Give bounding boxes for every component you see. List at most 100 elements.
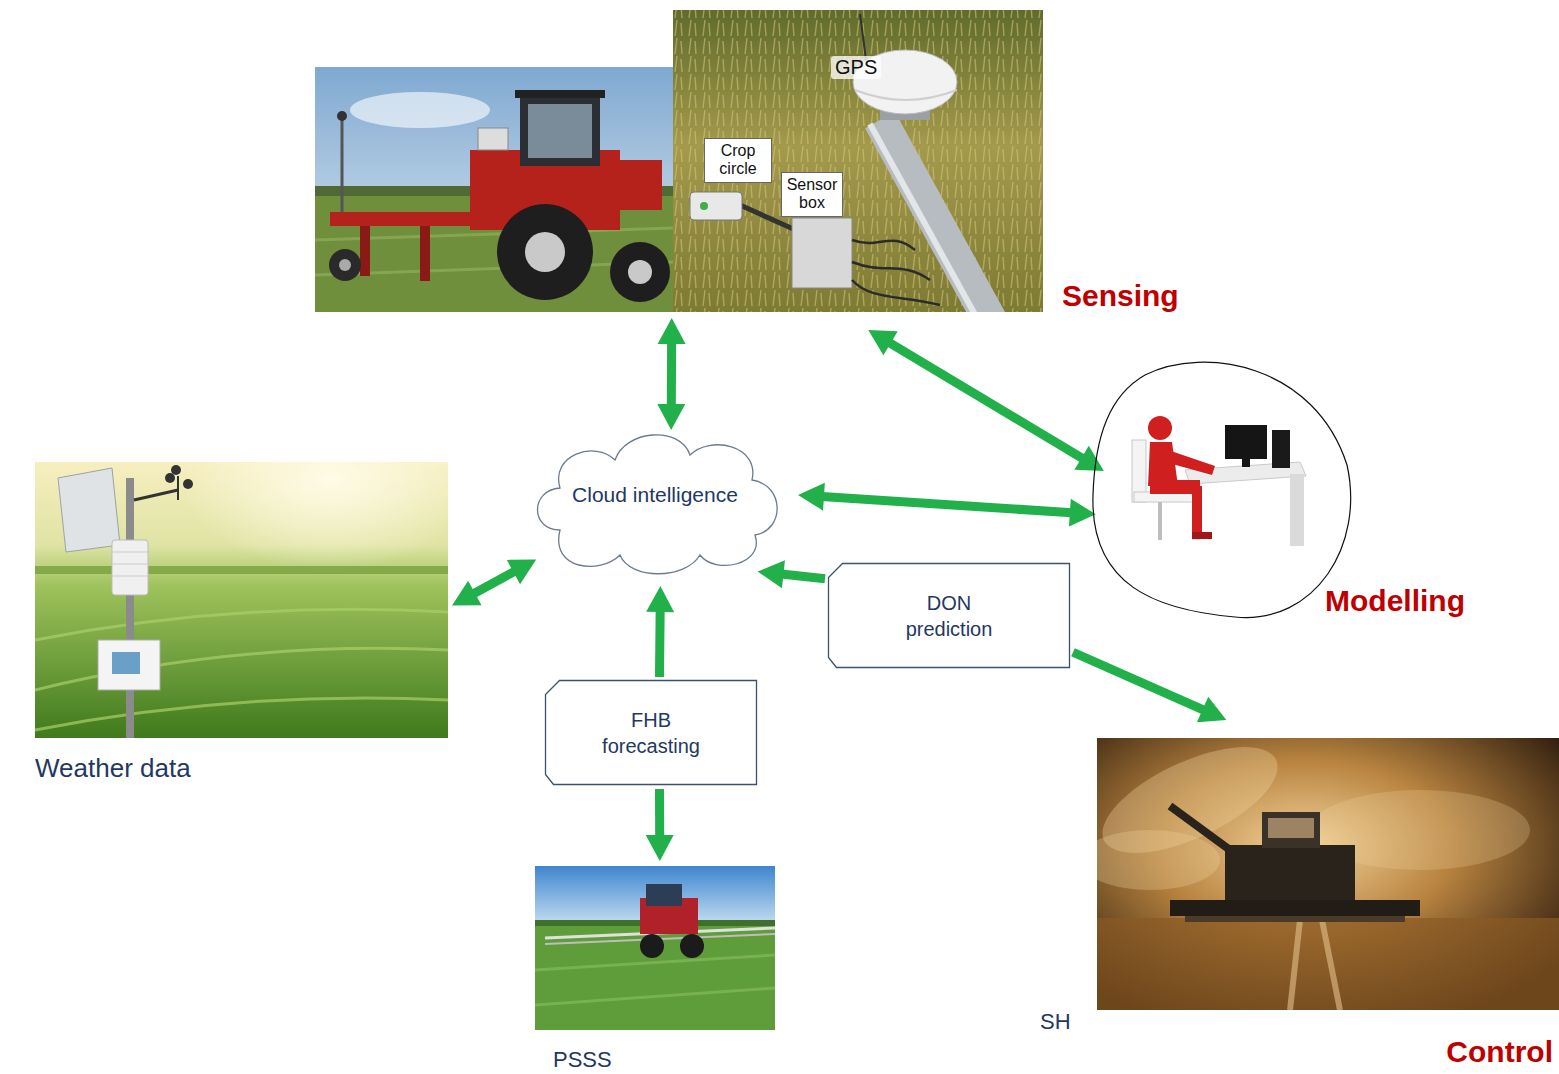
arrow-head	[646, 835, 674, 861]
tractor-photo	[420, 226, 430, 281]
box-outline	[546, 681, 757, 785]
weather-photo	[35, 566, 448, 574]
person-at-computer	[1225, 425, 1267, 459]
arrow-head	[507, 560, 537, 585]
cloud-node: Cloud intelligence	[520, 410, 790, 580]
tractor-photo	[478, 128, 508, 150]
tractor-photo	[360, 226, 370, 276]
harvester-photo: SHControl	[1097, 738, 1559, 1010]
sensor-photo	[860, 14, 866, 60]
person-at-computer	[1192, 532, 1212, 539]
photo-caption: Weather data	[35, 752, 191, 786]
sensor-photo	[673, 10, 1043, 312]
flow-arrow	[1073, 652, 1226, 722]
tractor-photo	[315, 67, 673, 312]
photo-caption: PSSS	[553, 1046, 612, 1074]
arrow-head	[657, 404, 685, 430]
arrow-head	[1197, 697, 1226, 723]
flow-arrow	[452, 560, 536, 606]
arrow-shaft	[667, 342, 676, 406]
arrow-shaft	[822, 497, 1072, 513]
arrow-shaft	[473, 571, 515, 594]
arrow-shaft	[1073, 652, 1204, 710]
flow-arrow	[646, 586, 674, 677]
flow-arrow	[758, 560, 825, 588]
tractor-photo	[525, 232, 565, 272]
part-label: Sensor box	[781, 172, 843, 217]
section-title: Control	[1446, 1032, 1553, 1071]
section-title: Modelling	[1325, 581, 1465, 620]
weather-photo	[98, 640, 160, 690]
tractor-photo	[329, 249, 361, 281]
flow-arrow	[646, 789, 674, 861]
weather-photo	[177, 476, 179, 500]
sensor-photo	[855, 90, 957, 100]
person-at-computer	[1165, 450, 1215, 475]
weather-photo	[183, 479, 193, 489]
person-at-computer	[1148, 416, 1172, 440]
harvester-photo	[1262, 812, 1320, 848]
harvester-photo	[1170, 900, 1420, 916]
flow-arrow	[868, 330, 1104, 471]
person-at-computer	[1132, 416, 1306, 546]
arrow-head	[868, 330, 897, 355]
tractor-photo	[330, 212, 470, 226]
harvester-photo	[1225, 845, 1355, 905]
oval-outline	[1093, 362, 1351, 617]
tractor-photo	[528, 104, 592, 158]
weather-photo	[126, 478, 134, 738]
flow-arrow	[798, 483, 1096, 527]
tractor-photo	[600, 160, 662, 210]
part-label: GPS	[831, 56, 881, 79]
cloud-outline	[538, 435, 778, 574]
harvester-photo	[1097, 918, 1559, 1010]
process-box: DON prediction	[828, 563, 1070, 668]
sensor-photo	[792, 218, 852, 288]
arrow-shaft	[655, 610, 665, 677]
sensor-photo	[673, 10, 1043, 312]
harvester-photo	[1170, 806, 1230, 850]
part-label: Crop circle	[704, 138, 772, 183]
snip-outline	[545, 680, 757, 785]
flow-arrow	[657, 318, 685, 430]
weather-photo	[134, 490, 178, 500]
tractor-photo	[341, 118, 344, 215]
weather-photo	[171, 465, 181, 475]
sensor-photo	[673, 10, 1043, 312]
oval-outline	[1085, 355, 1355, 625]
person-at-computer	[1242, 459, 1250, 467]
tractor-photo	[337, 111, 347, 121]
snip-outline	[828, 563, 1070, 668]
sprayer-photo	[535, 926, 775, 1030]
sprayer-photo: PSSS	[535, 866, 775, 1030]
arrow-head	[646, 586, 674, 612]
tractor-photo	[350, 92, 490, 128]
tractor-photo	[497, 204, 593, 300]
sprayer-photo	[535, 955, 775, 1005]
tractor-photo	[628, 260, 652, 284]
arrow-head	[658, 318, 686, 344]
weather-photo	[58, 468, 120, 552]
cloud-label: Cloud intelligence	[572, 481, 738, 508]
harvester-photo	[1097, 738, 1559, 1010]
harvester-photo	[1185, 916, 1405, 922]
arrow-head	[1074, 446, 1103, 471]
box-label: DON prediction	[882, 590, 1017, 642]
arrow-head	[758, 560, 785, 588]
tractor-photo	[610, 242, 670, 302]
arrow-head	[798, 483, 825, 511]
person-at-computer	[1272, 430, 1290, 468]
harvester-photo	[1268, 818, 1314, 838]
photo-caption: SH	[1040, 1008, 1071, 1037]
weather-photo	[180, 462, 448, 570]
sprayer-photo	[535, 866, 775, 1030]
weather-photo	[112, 540, 148, 595]
tractor-photo	[339, 259, 351, 271]
sprayer-photo	[646, 884, 682, 906]
person-at-computer	[1158, 502, 1162, 540]
weather-photo: Weather data	[35, 462, 448, 738]
modelling-oval: Modelling	[1085, 355, 1355, 625]
